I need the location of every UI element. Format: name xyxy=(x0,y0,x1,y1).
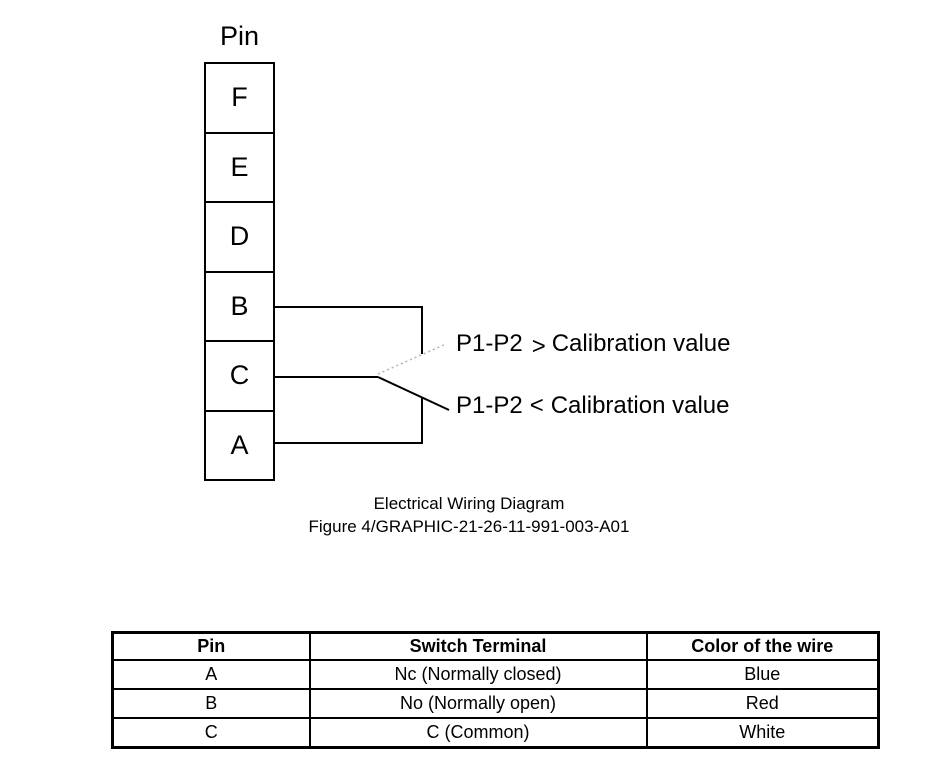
cell-pin: B xyxy=(111,688,311,719)
pin-cell-e: E xyxy=(206,134,273,203)
cell-wire-color: Red xyxy=(645,688,880,719)
caption-figure-number: Figure 4/GRAPHIC-21-26-11-991-003-A01 xyxy=(308,517,630,536)
cell-terminal: Nc (Normally closed) xyxy=(308,659,648,690)
cell-pin: C xyxy=(111,717,311,749)
pin-column-label: Pin xyxy=(219,21,260,51)
pin-cell-b: B xyxy=(206,273,273,342)
pin-cell-d: D xyxy=(206,203,273,273)
p1-p2-prefix: P1-P2 xyxy=(456,392,523,419)
p1-p2-prefix: P1-P2 xyxy=(456,330,523,357)
less-than-symbol: < xyxy=(529,392,544,419)
switch-arm-solid xyxy=(377,376,450,411)
header-pin: Pin xyxy=(111,631,311,661)
switch-arm-dotted xyxy=(377,343,447,375)
header-color-of-wire: Color of the wire xyxy=(645,631,880,661)
calibration-value-text: Calibration value xyxy=(551,330,731,357)
cell-terminal: C (Common) xyxy=(308,717,648,749)
cell-wire-color: White xyxy=(645,717,880,749)
table-header-row: Pin Switch Terminal Color of the wire xyxy=(111,631,880,661)
cell-pin: A xyxy=(111,659,311,690)
cell-terminal: No (Normally open) xyxy=(308,688,648,719)
switch-state-label-less: P1-P2<Calibration value xyxy=(456,392,730,420)
wire-pin-a xyxy=(275,397,423,444)
table-row-pin-a: A Nc (Normally closed) Blue xyxy=(111,659,880,690)
header-switch-terminal: Switch Terminal xyxy=(308,631,648,661)
calibration-value-text: Calibration value xyxy=(550,392,730,419)
pin-connector-column: F E D B C A xyxy=(204,62,275,481)
greater-than-symbol: > xyxy=(531,333,546,360)
pin-cell-f: F xyxy=(206,64,273,134)
pin-wiring-table: Pin Switch Terminal Color of the wire A … xyxy=(111,631,880,749)
cell-wire-color: Blue xyxy=(645,659,880,690)
table-row-pin-b: B No (Normally open) Red xyxy=(111,688,880,719)
caption-title: Electrical Wiring Diagram xyxy=(373,494,565,513)
table-row-pin-c: C C (Common) White xyxy=(111,717,880,749)
wire-pin-b xyxy=(275,306,423,354)
figure-caption: Electrical Wiring Diagram Figure 4/GRAPH… xyxy=(0,492,938,538)
pin-cell-a: A xyxy=(230,429,249,460)
switch-state-label-greater: P1-P2 >Calibration value xyxy=(456,330,731,360)
pin-cell-c: C xyxy=(206,342,273,412)
